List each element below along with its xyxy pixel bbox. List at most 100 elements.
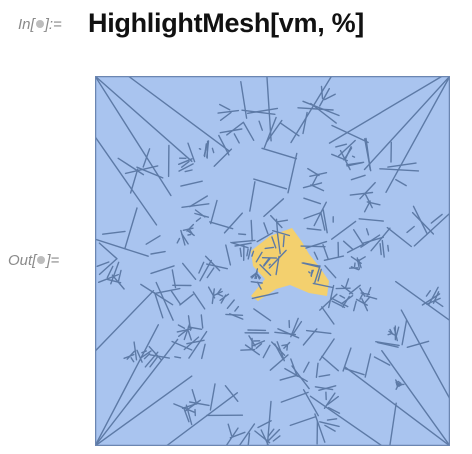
mesh-edge xyxy=(286,344,289,351)
mesh-edge xyxy=(301,262,321,268)
mesh-edge xyxy=(177,329,188,337)
mesh-edge xyxy=(140,350,152,359)
mesh-edge xyxy=(353,228,364,245)
mesh-edge xyxy=(345,161,365,166)
mesh-edge xyxy=(171,269,177,289)
mesh-edge xyxy=(223,212,244,234)
mesh-edge xyxy=(413,212,450,247)
mesh-edge xyxy=(180,180,203,187)
mesh-edge xyxy=(275,255,280,276)
mesh-edge xyxy=(302,182,323,189)
mesh-edge xyxy=(178,163,194,172)
output-cell-label: Out[]= xyxy=(8,252,59,269)
mesh-edge xyxy=(385,76,450,194)
mesh-edge xyxy=(342,240,354,250)
mesh-edge xyxy=(206,267,215,279)
mesh-edge xyxy=(219,293,230,302)
mesh-edge xyxy=(225,313,244,317)
mesh-edge xyxy=(381,239,385,258)
mesh-edge xyxy=(200,314,204,329)
mesh-edge xyxy=(387,162,417,168)
mesh-edge xyxy=(181,262,197,281)
mesh-edge xyxy=(165,392,239,446)
mesh-edge xyxy=(251,250,255,257)
mesh-edge xyxy=(231,239,256,244)
mesh-edge xyxy=(247,432,251,446)
mesh-edge xyxy=(269,354,289,371)
mesh-edge xyxy=(350,256,362,265)
mesh-edge xyxy=(326,418,338,421)
mesh-edge xyxy=(249,181,256,212)
cell-counter-dot-icon xyxy=(37,256,46,265)
mesh-edge xyxy=(340,284,354,295)
mesh-edge xyxy=(258,120,264,131)
highlighted-cells xyxy=(251,228,329,301)
mesh-edge xyxy=(185,404,193,426)
mesh-edge xyxy=(98,242,118,260)
mesh-edge xyxy=(397,380,402,384)
mesh-edge xyxy=(227,423,233,437)
mesh-edge xyxy=(200,343,206,360)
mesh-edge xyxy=(339,294,346,299)
mesh-edge xyxy=(150,265,175,275)
mesh-edge xyxy=(364,138,372,172)
mesh-edge xyxy=(246,248,249,257)
mesh-edge xyxy=(106,265,114,279)
mesh-edge xyxy=(237,233,247,236)
mesh-edge xyxy=(154,292,164,319)
mesh-edge xyxy=(361,298,369,312)
input-expression[interactable]: HighlightMesh[vm, %] xyxy=(88,8,364,38)
mesh-edge xyxy=(192,291,206,310)
mesh-edge xyxy=(259,263,272,276)
mesh-edge xyxy=(375,341,400,347)
mesh-edge xyxy=(264,246,275,250)
mesh-edge xyxy=(365,295,378,300)
mesh-edge xyxy=(279,374,297,381)
mesh-edge xyxy=(303,212,321,220)
mesh-edge xyxy=(268,249,287,269)
mesh-edge xyxy=(105,278,122,284)
mesh-edge xyxy=(350,266,360,271)
mesh-edge xyxy=(425,289,431,297)
mesh-edge xyxy=(362,236,384,245)
mesh-edge xyxy=(302,389,320,417)
mesh-edge xyxy=(344,366,450,446)
voronoi-mesh-output[interactable] xyxy=(95,76,450,446)
mesh-edge xyxy=(140,283,174,306)
mesh-edge xyxy=(314,413,326,443)
mesh-edge xyxy=(205,263,229,270)
mesh-edge xyxy=(320,306,335,325)
mesh-edge xyxy=(280,391,309,403)
mesh-edge xyxy=(322,209,328,234)
mesh-edge xyxy=(291,365,310,390)
mesh-edge xyxy=(256,281,262,290)
mesh-edge xyxy=(353,300,357,312)
mesh-edge xyxy=(253,178,288,190)
mesh-edge xyxy=(309,395,383,446)
mesh-edge xyxy=(95,135,158,226)
mesh-edge xyxy=(344,278,350,289)
mesh-edge xyxy=(155,287,181,294)
mesh-edge xyxy=(188,330,208,359)
mesh-edge xyxy=(96,261,110,268)
mesh-edge xyxy=(411,211,435,235)
mesh-edge xyxy=(240,80,248,119)
mesh-edge xyxy=(300,245,326,248)
mesh-edge xyxy=(256,273,262,279)
mesh-edge xyxy=(150,250,166,255)
mesh-edge xyxy=(430,213,443,224)
mesh-edge xyxy=(319,421,340,428)
mesh-edge xyxy=(350,174,366,181)
mesh-edge xyxy=(187,142,196,163)
mesh-edge xyxy=(330,297,349,308)
mesh-frame-border xyxy=(95,76,450,446)
mesh-edge xyxy=(370,227,391,252)
mesh-edge xyxy=(218,103,231,111)
mesh-edge xyxy=(377,341,399,348)
mesh-edge xyxy=(340,294,354,305)
mesh-edge xyxy=(302,100,340,117)
output-prompt-suffix: ]= xyxy=(46,252,60,269)
mesh-edge xyxy=(359,181,376,200)
mesh-edge xyxy=(395,326,400,337)
mesh-edge xyxy=(276,219,289,223)
